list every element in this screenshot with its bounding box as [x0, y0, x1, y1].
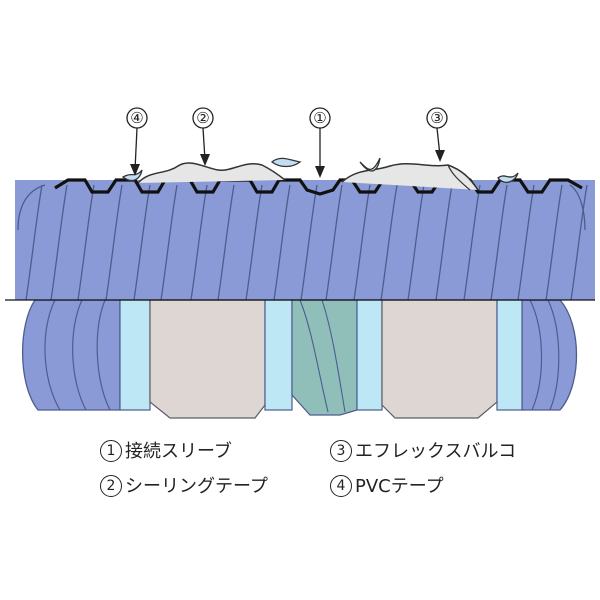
svg-text:③: ③ [430, 109, 443, 127]
pipe-ridge-line [217, 184, 235, 300]
callout-3: ③ [426, 107, 448, 162]
eflex-wrap [341, 162, 479, 191]
pipe-ridge-line [490, 184, 508, 300]
sleeve-band-center-left [264, 299, 293, 411]
pipe-ridge-line [380, 184, 398, 300]
pipe-ridge-line [325, 184, 343, 300]
pipe-ridge-line [407, 184, 425, 300]
svg-text:①: ① [313, 109, 326, 127]
legend-number-2: 2 [100, 475, 122, 497]
pipe-ridge-line [190, 184, 208, 300]
pipe-exterior [15, 180, 595, 300]
legend-label-sealing-tape: シーリングテープ [125, 476, 268, 497]
pipe-ridge-line [25, 184, 43, 300]
inner-core-left [149, 299, 266, 419]
callout-1: ① [309, 107, 331, 178]
sleeve-profile [54, 178, 583, 196]
callout-2: ② [192, 107, 214, 166]
sleeve-band-center-right [356, 299, 383, 411]
legend-label-pvc-tape: PVCテープ [355, 476, 444, 497]
pipe-ridge-line [353, 184, 371, 300]
legend-number-4: 4 [330, 475, 352, 497]
sleeve-band-left [119, 299, 151, 411]
pipe-ridge-line [273, 184, 291, 300]
pipe-ridges [25, 184, 588, 300]
pipe-ridge-line [160, 184, 178, 300]
pipe-ridge-line [517, 184, 535, 300]
pipe-ridge-line [77, 184, 95, 300]
pipe-section [21, 299, 578, 419]
pipe-ridge-line [570, 184, 588, 300]
callouts: ④ ② ① ③ [126, 107, 448, 178]
pipe-ridge-line [133, 184, 151, 300]
pipe-ridge-line [105, 184, 123, 300]
sleeve-band-right [496, 299, 523, 411]
right-pipe-end [521, 300, 578, 411]
legend-number-1: 1 [100, 440, 122, 462]
legend-number-3: 3 [330, 440, 352, 462]
left-pipe-end [21, 300, 121, 411]
pipe-ridge-line [435, 184, 453, 300]
pipe-ridge-line [545, 184, 563, 300]
legend-label-connecting-sleeve: 接続スリーブ [125, 441, 232, 462]
inner-core-right [381, 299, 498, 419]
pipe-ridge-line [50, 184, 68, 300]
svg-text:④: ④ [130, 109, 143, 127]
pipe-ridge-line [300, 184, 318, 300]
pipe-ridge-line [463, 184, 481, 300]
legend-label-eflex-bulk: エフレックスバルコ [355, 441, 517, 462]
pipe-ridge-line [245, 184, 263, 300]
pvc-tape-flaps [121, 157, 519, 183]
callout-4: ④ [126, 107, 148, 176]
svg-text:②: ② [196, 109, 209, 127]
sealing-tape [137, 162, 286, 184]
